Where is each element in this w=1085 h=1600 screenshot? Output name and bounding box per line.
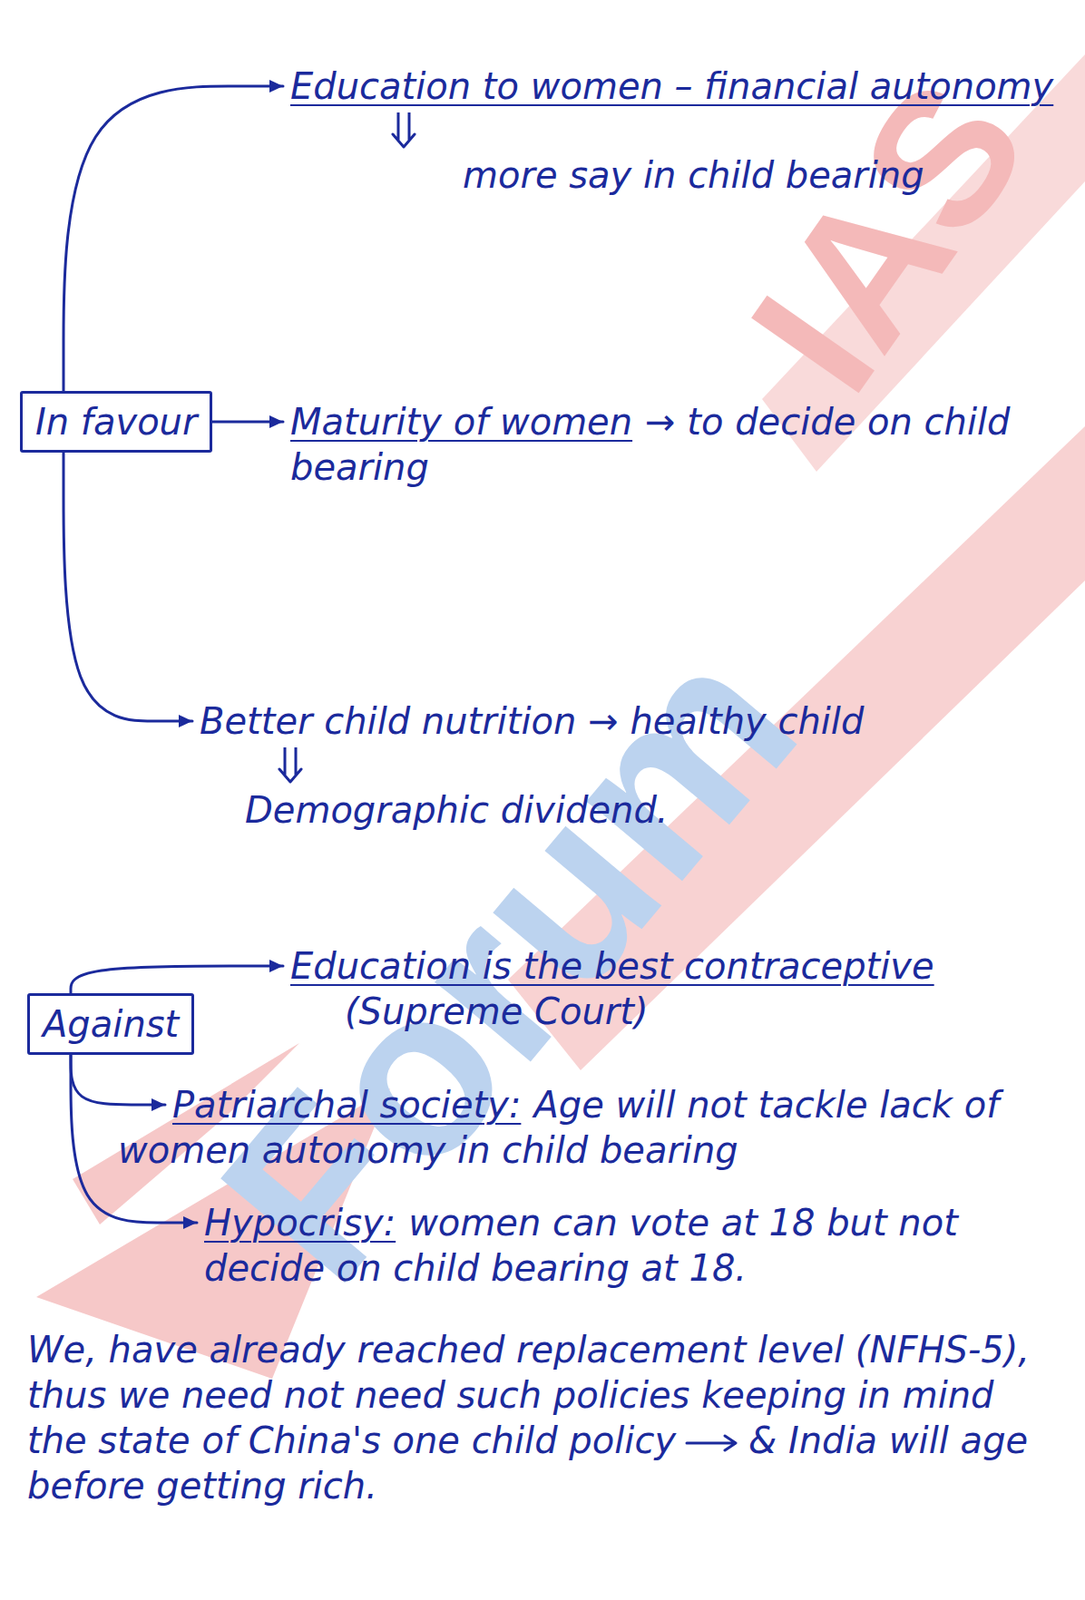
point-heading: Education is the best contraceptive: [290, 943, 1053, 989]
point-note: Patriarchal society:Age will not tackle …: [117, 1082, 1062, 1173]
point-body: more say in child bearing: [462, 108, 1071, 198]
point-heading: Better child nutrition → healthy child: [199, 698, 1062, 744]
heading-box: Against: [27, 993, 195, 1056]
down-arrow-shape: [279, 747, 302, 782]
point-heading: Patriarchal society:: [172, 1084, 521, 1126]
branch-arrow: [212, 420, 284, 424]
branch-arrow: [70, 1055, 166, 1105]
point-note: Better child nutrition → healthy childDe…: [199, 698, 1062, 833]
point-note: Education is the best contraceptive(Supr…: [290, 943, 1053, 1035]
down-arrow: [390, 112, 418, 149]
down-arrow: [276, 747, 304, 784]
point-body: (Supreme Court): [344, 988, 1053, 1035]
point-heading: Education to women – financial autonomy: [290, 63, 1071, 109]
point-note: Maturity of women→ to decide on child be…: [290, 399, 1071, 490]
point-heading: Hypocrisy:: [204, 1202, 396, 1244]
point-note: Hypocrisy:women can vote at 18 but not d…: [204, 1200, 1066, 1291]
branch-arrow: [70, 966, 284, 994]
inline-arrow: [684, 1433, 740, 1454]
point-note: Education to women – financial autonomym…: [290, 63, 1071, 198]
point-heading: Against: [42, 1001, 179, 1047]
conclusion-note: We, have already reached replacement lev…: [27, 1327, 1062, 1509]
point-heading: In favour: [35, 399, 197, 445]
heading-box: In favour: [19, 390, 213, 453]
down-arrow-shape: [392, 112, 415, 147]
point-heading: Maturity of women: [290, 400, 633, 443]
branch-arrow: [63, 452, 193, 722]
branch-arrow: [63, 86, 284, 391]
inline-arrow-shape: [686, 1436, 736, 1451]
point-body: Demographic dividend.: [244, 743, 1062, 833]
